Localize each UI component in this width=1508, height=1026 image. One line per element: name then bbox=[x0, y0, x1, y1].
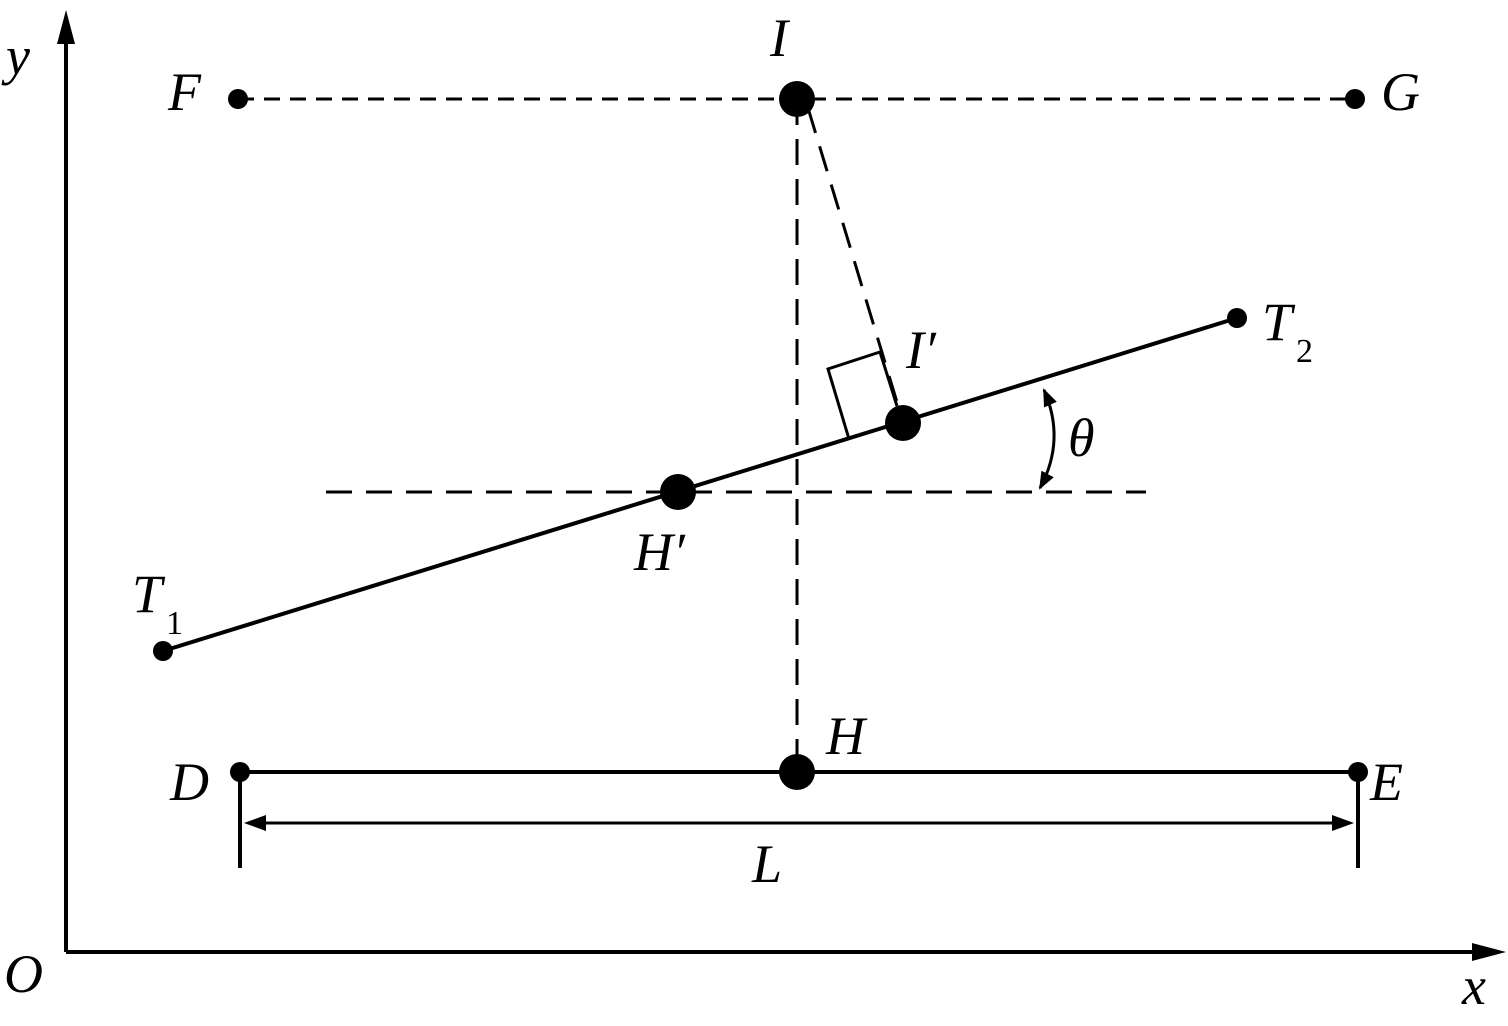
axes bbox=[57, 10, 1506, 961]
point-H bbox=[779, 754, 815, 790]
y-axis-arrowhead bbox=[57, 10, 75, 44]
point-T1 bbox=[153, 641, 173, 661]
label-theta: θ bbox=[1068, 408, 1095, 468]
point-I bbox=[779, 81, 815, 117]
label-origin: O bbox=[4, 944, 43, 1004]
line-I-Iprime bbox=[806, 107, 905, 423]
label-T2-subscript: 2 bbox=[1296, 333, 1313, 370]
point-E bbox=[1348, 762, 1368, 782]
label-x-axis: x bbox=[1461, 956, 1486, 1016]
label-I-prime: I′ bbox=[905, 320, 937, 380]
point-I-prime bbox=[885, 405, 921, 441]
labels: y x O F G I I′ T 2 θ H′ T 1 H D E L bbox=[1, 8, 1486, 1016]
label-G: G bbox=[1381, 62, 1420, 122]
theta-arc bbox=[1038, 388, 1057, 490]
point-H-prime bbox=[660, 474, 696, 510]
label-I: I bbox=[769, 8, 791, 68]
point-D bbox=[230, 762, 250, 782]
right-angle-marker bbox=[826, 350, 899, 440]
label-T2: T bbox=[1262, 292, 1296, 352]
point-T2 bbox=[1227, 308, 1247, 328]
label-E: E bbox=[1369, 752, 1403, 812]
point-F bbox=[228, 89, 248, 109]
x-axis-arrowhead bbox=[1472, 943, 1506, 961]
label-L: L bbox=[751, 834, 782, 894]
label-y-axis: y bbox=[1, 26, 30, 86]
label-H-prime: H′ bbox=[633, 522, 686, 582]
label-F: F bbox=[167, 62, 202, 122]
label-H: H bbox=[825, 706, 868, 766]
dimension-arrowhead-right bbox=[1332, 815, 1354, 831]
line-T1T2 bbox=[162, 316, 1238, 653]
points bbox=[153, 81, 1368, 790]
label-T1: T bbox=[132, 564, 166, 624]
label-D: D bbox=[169, 752, 209, 812]
dimension-L bbox=[238, 776, 1360, 868]
point-G bbox=[1345, 89, 1365, 109]
label-T1-subscript: 1 bbox=[166, 605, 183, 642]
dimension-arrowhead-left bbox=[244, 815, 266, 831]
